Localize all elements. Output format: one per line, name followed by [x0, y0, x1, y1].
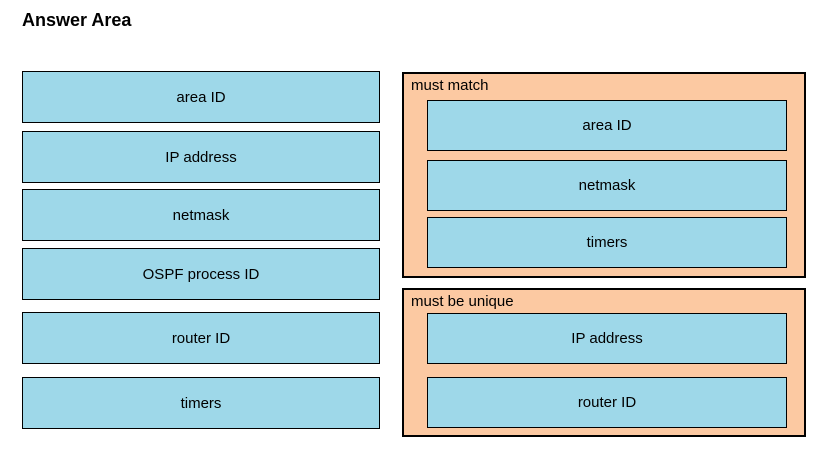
dropped-item-area-id[interactable]: area ID: [427, 100, 787, 151]
drag-item-router-id[interactable]: router ID: [22, 312, 380, 364]
drag-item-netmask[interactable]: netmask: [22, 189, 380, 241]
dropped-item-ip-address[interactable]: IP address: [427, 313, 787, 364]
dropped-item-netmask[interactable]: netmask: [427, 160, 787, 211]
drag-item-area-id[interactable]: area ID: [22, 71, 380, 123]
page-title: Answer Area: [22, 10, 132, 30]
drop-zone-must-be-unique-label: must be unique: [411, 293, 514, 310]
dropped-item-router-id[interactable]: router ID: [427, 377, 787, 428]
drag-item-ip-address[interactable]: IP address: [22, 131, 380, 183]
drop-zone-must-be-unique[interactable]: must be unique IP address router ID: [402, 288, 806, 437]
drop-zone-must-match[interactable]: must match area ID netmask timers: [402, 72, 806, 278]
dropped-item-timers[interactable]: timers: [427, 217, 787, 268]
drop-zone-must-match-label: must match: [411, 77, 489, 94]
drag-item-timers[interactable]: timers: [22, 377, 380, 429]
drag-item-ospf-process-id[interactable]: OSPF process ID: [22, 248, 380, 300]
